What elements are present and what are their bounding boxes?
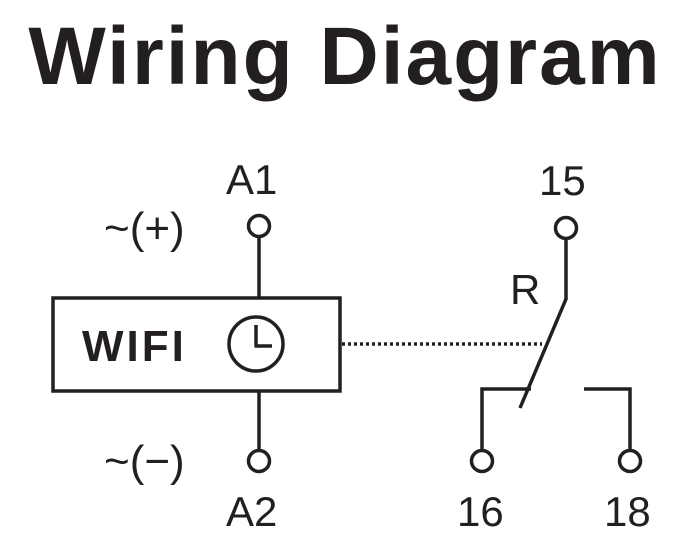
relay-contacts: 15 R 16 18 xyxy=(457,157,651,535)
terminal-a1-label: A1 xyxy=(226,156,277,203)
terminal-15-label: 15 xyxy=(539,157,586,204)
terminal-a2 xyxy=(246,448,272,474)
terminal-16 xyxy=(469,448,495,474)
polarity-negative-label: ~(−) xyxy=(104,437,185,486)
relay-label: R xyxy=(510,266,540,313)
wifi-module: WIFI xyxy=(51,296,342,393)
terminal-18 xyxy=(617,448,643,474)
wire-18 xyxy=(584,387,632,450)
diagram-title: Wiring Diagram xyxy=(28,11,662,102)
terminal-a1 xyxy=(246,213,272,239)
clock-icon xyxy=(227,315,285,373)
relay-switch-arm xyxy=(518,298,568,409)
terminal-15 xyxy=(553,215,579,241)
terminal-a2-label: A2 xyxy=(226,488,277,535)
supply-top: A1 ~(+) xyxy=(104,156,277,298)
terminal-16-label: 16 xyxy=(457,488,504,535)
module-label: WIFI xyxy=(82,322,187,371)
terminal-18-label: 18 xyxy=(604,488,651,535)
module-box xyxy=(51,296,342,393)
wire-16 xyxy=(480,387,531,450)
supply-bottom: ~(−) A2 xyxy=(104,391,277,535)
polarity-positive-label: ~(+) xyxy=(104,204,185,253)
